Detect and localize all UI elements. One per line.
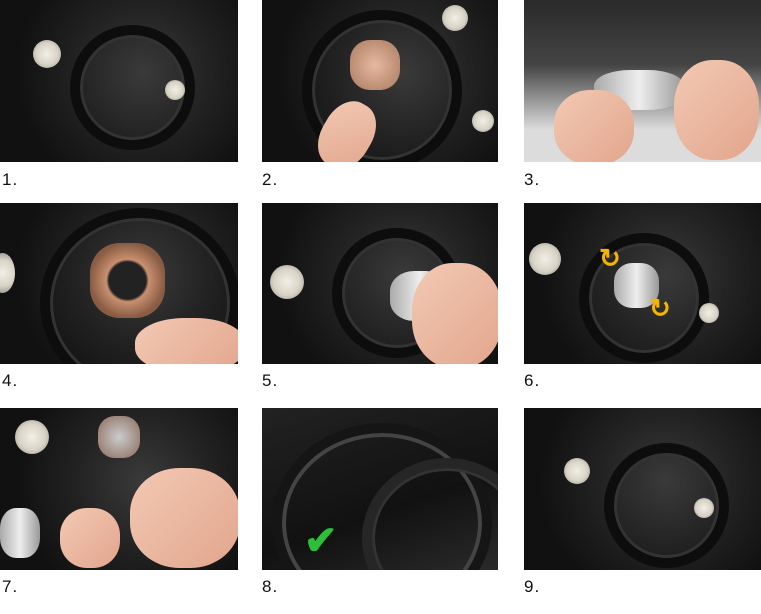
rotate-arrow-icon: ↻ bbox=[599, 243, 621, 273]
step-1-label: 1. bbox=[2, 170, 19, 189]
step-6-label: 6. bbox=[524, 371, 541, 390]
step-4-photo bbox=[0, 203, 238, 364]
checkmark-icon: ✔ bbox=[304, 519, 338, 563]
rotate-arrow-icon: ↻ bbox=[649, 293, 671, 323]
step-3-photo bbox=[524, 0, 761, 162]
step-5-photo bbox=[262, 203, 498, 364]
step-9-photo bbox=[524, 408, 761, 570]
step-7-photo bbox=[0, 408, 238, 570]
step-2-label: 2. bbox=[262, 170, 279, 189]
step-1-photo bbox=[0, 0, 238, 162]
step-9-label: 9. bbox=[524, 577, 541, 596]
step-4-label: 4. bbox=[2, 371, 19, 390]
step-3-label: 3. bbox=[524, 170, 541, 189]
step-6-photo: ↻ ↻ bbox=[524, 203, 761, 364]
step-7-label: 7. bbox=[2, 577, 19, 596]
step-2-photo bbox=[262, 0, 498, 162]
step-8-photo: ✔ bbox=[262, 408, 498, 570]
step-8-label: 8. bbox=[262, 577, 279, 596]
step-5-label: 5. bbox=[262, 371, 279, 390]
